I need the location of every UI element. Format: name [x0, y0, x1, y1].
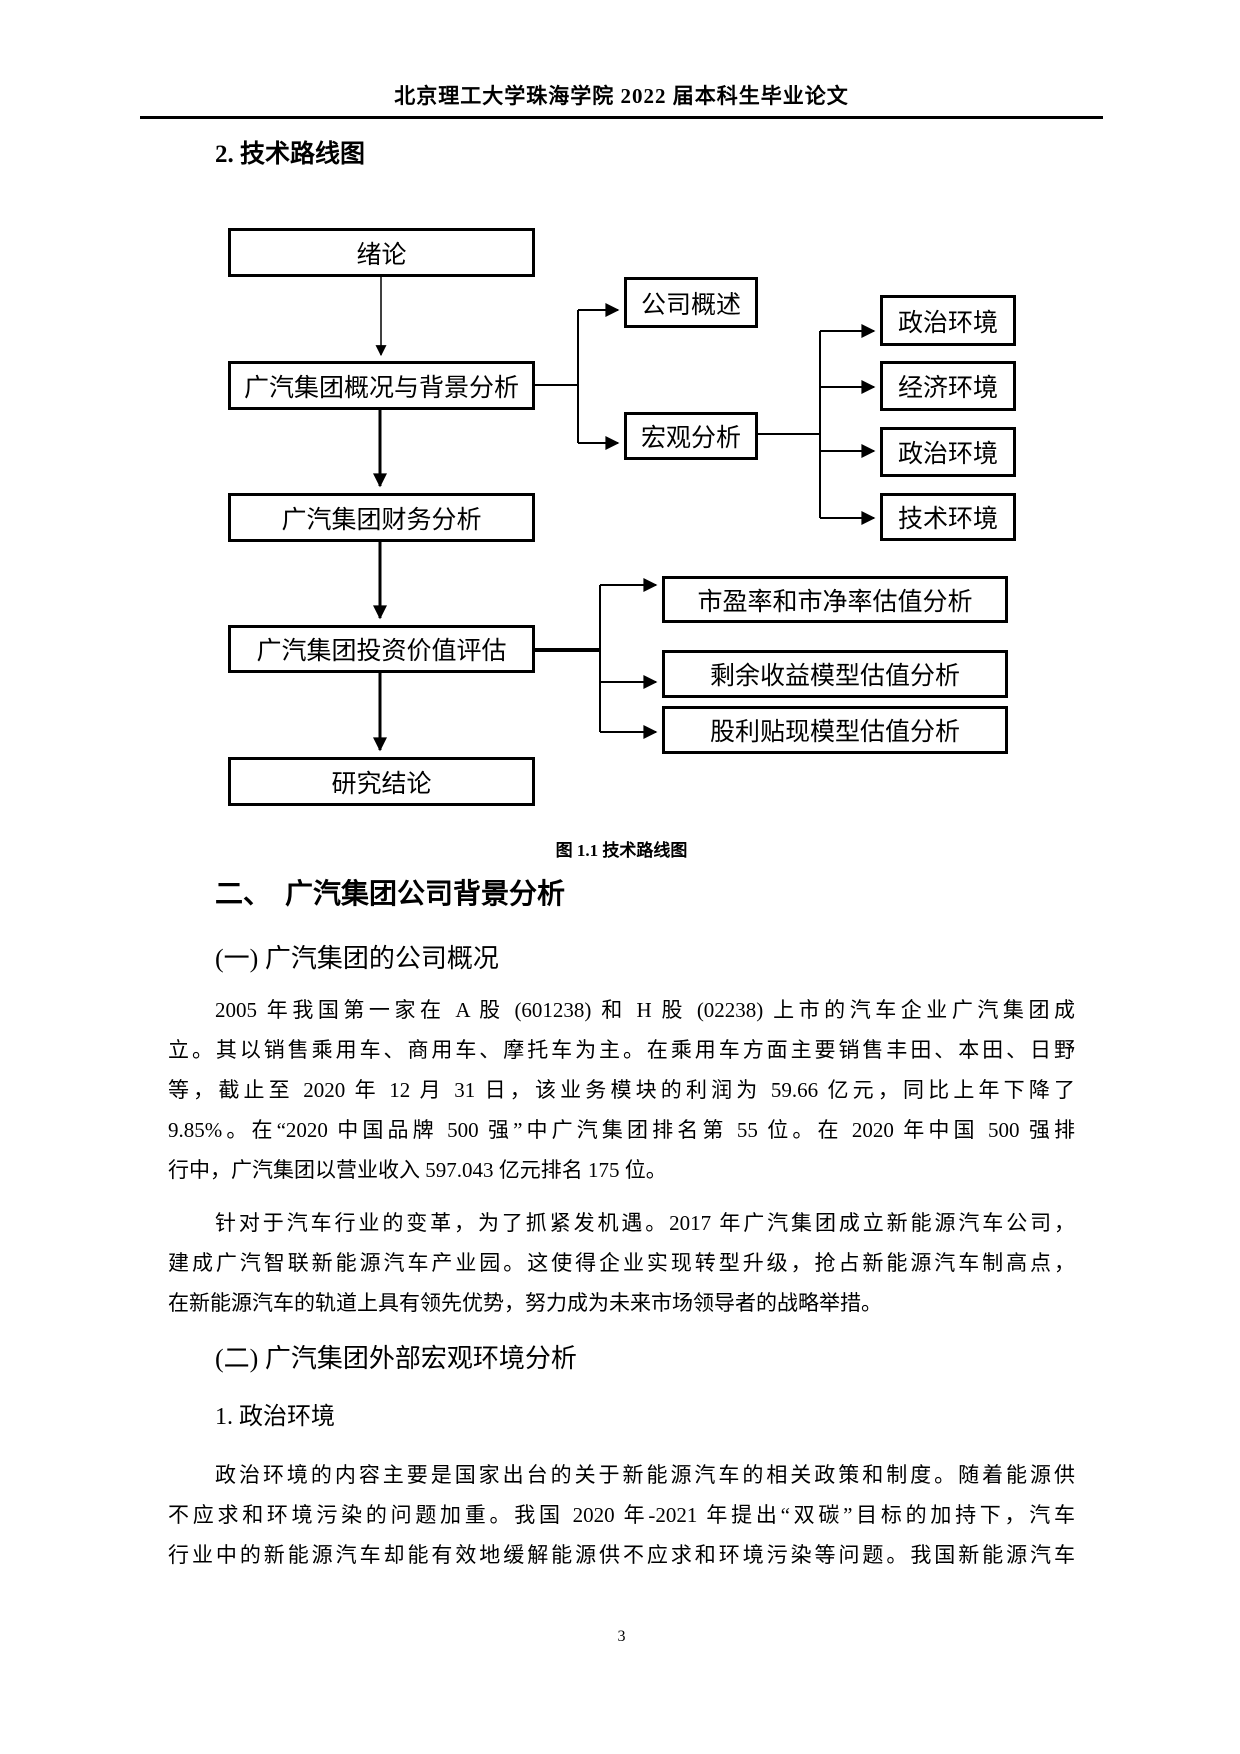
flow-node-residual-income: 剩余收益模型估值分析: [662, 650, 1008, 698]
flowchart-connectors: [373, 277, 876, 752]
flow-node-political-env-2: 政治环境: [880, 427, 1016, 477]
body-line: 2005 年我国第一家在 A 股 (601238) 和 H 股 (02238) …: [215, 998, 1075, 1022]
section-heading: 二、 广汽集团公司背景分析: [215, 879, 566, 910]
paragraph-company-profile: 2005 年我国第一家在 A 股 (601238) 和 H 股 (02238) …: [168, 990, 1075, 1190]
body-line: 等，截止至 2020 年 12 月 31 日，该业务模块的利润为 59.66 亿…: [168, 1078, 1075, 1102]
valuation-branch-arrows: [535, 578, 658, 739]
macro-branch-arrows: [758, 324, 876, 525]
figure-heading: 2. 技术路线图: [215, 141, 366, 168]
flow-node-political-env-1: 政治环境: [880, 295, 1016, 346]
body-line: 立。其以销售乘用车、商用车、摩托车为主。在乘用车方面主要销售丰田、本田、日野: [168, 1038, 1075, 1062]
flow-node-intro: 绪论: [228, 228, 535, 277]
flow-node-profile-background: 广汽集团概况与背景分析: [228, 361, 535, 410]
figure-caption: 图 1.1 技术路线图: [555, 841, 688, 860]
background-branch-arrows: [535, 303, 620, 450]
paragraph-transformation: 针对于汽车行业的变革，为了抓紧发机遇。2017 年广汽集团成立新能源汽车公司， …: [168, 1203, 1075, 1323]
paragraph-political-environment: 政治环境的内容主要是国家出台的关于新能源汽车的相关政策和制度。随着能源供 不应求…: [168, 1455, 1075, 1575]
flow-node-company-overview: 公司概述: [624, 277, 758, 328]
body-line: 行业中的新能源汽车却能有效地缓解能源供不应求和环境污染等问题。我国新能源汽车: [168, 1543, 1075, 1567]
body-line: 针对于汽车行业的变革，为了抓紧发机遇。2017 年广汽集团成立新能源汽车公司，: [215, 1211, 1075, 1235]
flow-node-pe-pb: 市盈率和市净率估值分析: [662, 576, 1008, 623]
flow-node-macro-analysis: 宏观分析: [624, 412, 758, 460]
body-line: 不应求和环境污染的问题加重。我国 2020 年-2021 年提出“双碳”目标的加…: [168, 1503, 1075, 1527]
header-rule: [140, 116, 1103, 119]
body-line: 9.85%。在“2020 中国品牌 500 强”中广汽集团排名第 55 位。在 …: [168, 1118, 1075, 1142]
page-number: 3: [617, 1628, 626, 1645]
flow-node-financial: 广汽集团财务分析: [228, 493, 535, 542]
body-line: 在新能源汽车的轨道上具有领先优势，努力成为未来市场领导者的战略举措。: [168, 1291, 882, 1315]
flow-node-dividend-discount: 股利贴现模型估值分析: [662, 706, 1008, 754]
subsection-heading-company-profile: (一) 广汽集团的公司概况: [215, 944, 499, 973]
flow-node-economic-env: 经济环境: [880, 361, 1016, 411]
body-line: 行中，广汽集团以营业收入 597.043 亿元排名 175 位。: [168, 1158, 667, 1182]
flow-node-investment-value: 广汽集团投资价值评估: [228, 625, 535, 673]
body-line: 政治环境的内容主要是国家出台的关于新能源汽车的相关政策和制度。随着能源供: [215, 1463, 1075, 1487]
subsubsection-heading-political: 1. 政治环境: [215, 1404, 335, 1430]
flow-node-technical-env: 技术环境: [880, 493, 1016, 541]
flow-node-conclusion: 研究结论: [228, 757, 535, 806]
page-header: 北京理工大学珠海学院 2022 届本科生毕业论文: [394, 84, 849, 108]
body-line: 建成广汽智联新能源汽车产业园。这使得企业实现转型升级，抢占新能源汽车制高点，: [168, 1251, 1075, 1275]
subsection-heading-macro-environment: (二) 广汽集团外部宏观环境分析: [215, 1344, 577, 1373]
